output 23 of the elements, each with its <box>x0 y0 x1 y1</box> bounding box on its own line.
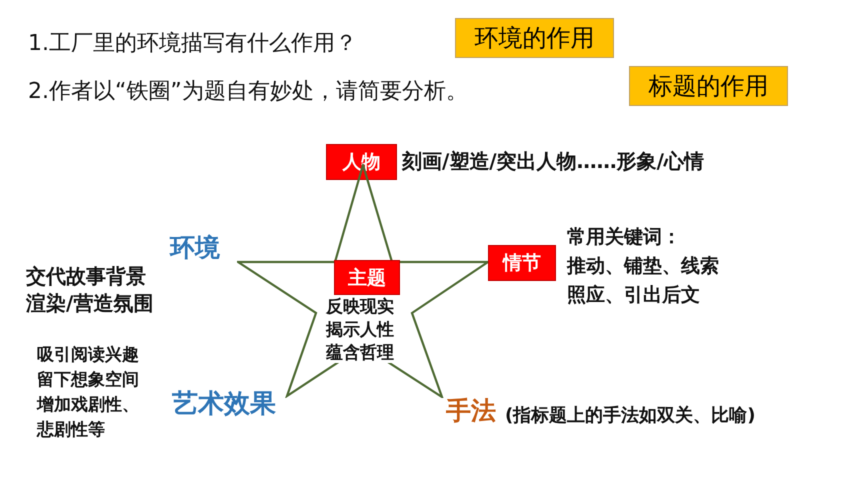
note-text: 揭示人性 <box>326 320 394 340</box>
topic-label: 艺术效果 <box>172 391 276 417</box>
note-text: 交代故事背景 <box>26 263 146 290</box>
note-text: 照应、引出后文 <box>567 283 700 308</box>
question-text: 2.作者以“铁圈”为题自有妙处，请简要分析。 <box>28 78 468 106</box>
category-box: 主题 <box>334 260 400 295</box>
note-text: 常用关键词： <box>567 225 681 250</box>
note-text: 增加戏剧性、悲剧性等 <box>37 394 140 442</box>
category-box: 人物 <box>326 144 397 180</box>
answer-tag: 标题的作用 <box>629 66 788 106</box>
topic-label: 环境 <box>170 235 220 260</box>
answer-tag: 环境的作用 <box>455 18 614 58</box>
note-text: 反映现实 <box>326 297 394 317</box>
note-text: 刻画/塑造/突出人物……形象/心情 <box>402 148 704 175</box>
question-text: 1.工厂里的环境描写有什么作用？ <box>28 30 357 58</box>
note-text: 吸引阅读兴趣 <box>37 344 140 367</box>
note-text: 蕴含哲理 <box>326 343 394 363</box>
category-box: 情节 <box>488 245 556 281</box>
note-text: (指标题上的手法如双关、比喻) <box>505 404 756 427</box>
note-text: 留下想象空间 <box>37 369 140 392</box>
note-text: 推动、铺垫、线索 <box>567 254 719 279</box>
topic-label: 手法 <box>446 398 496 423</box>
note-text: 渲染/营造氛围 <box>26 290 154 317</box>
